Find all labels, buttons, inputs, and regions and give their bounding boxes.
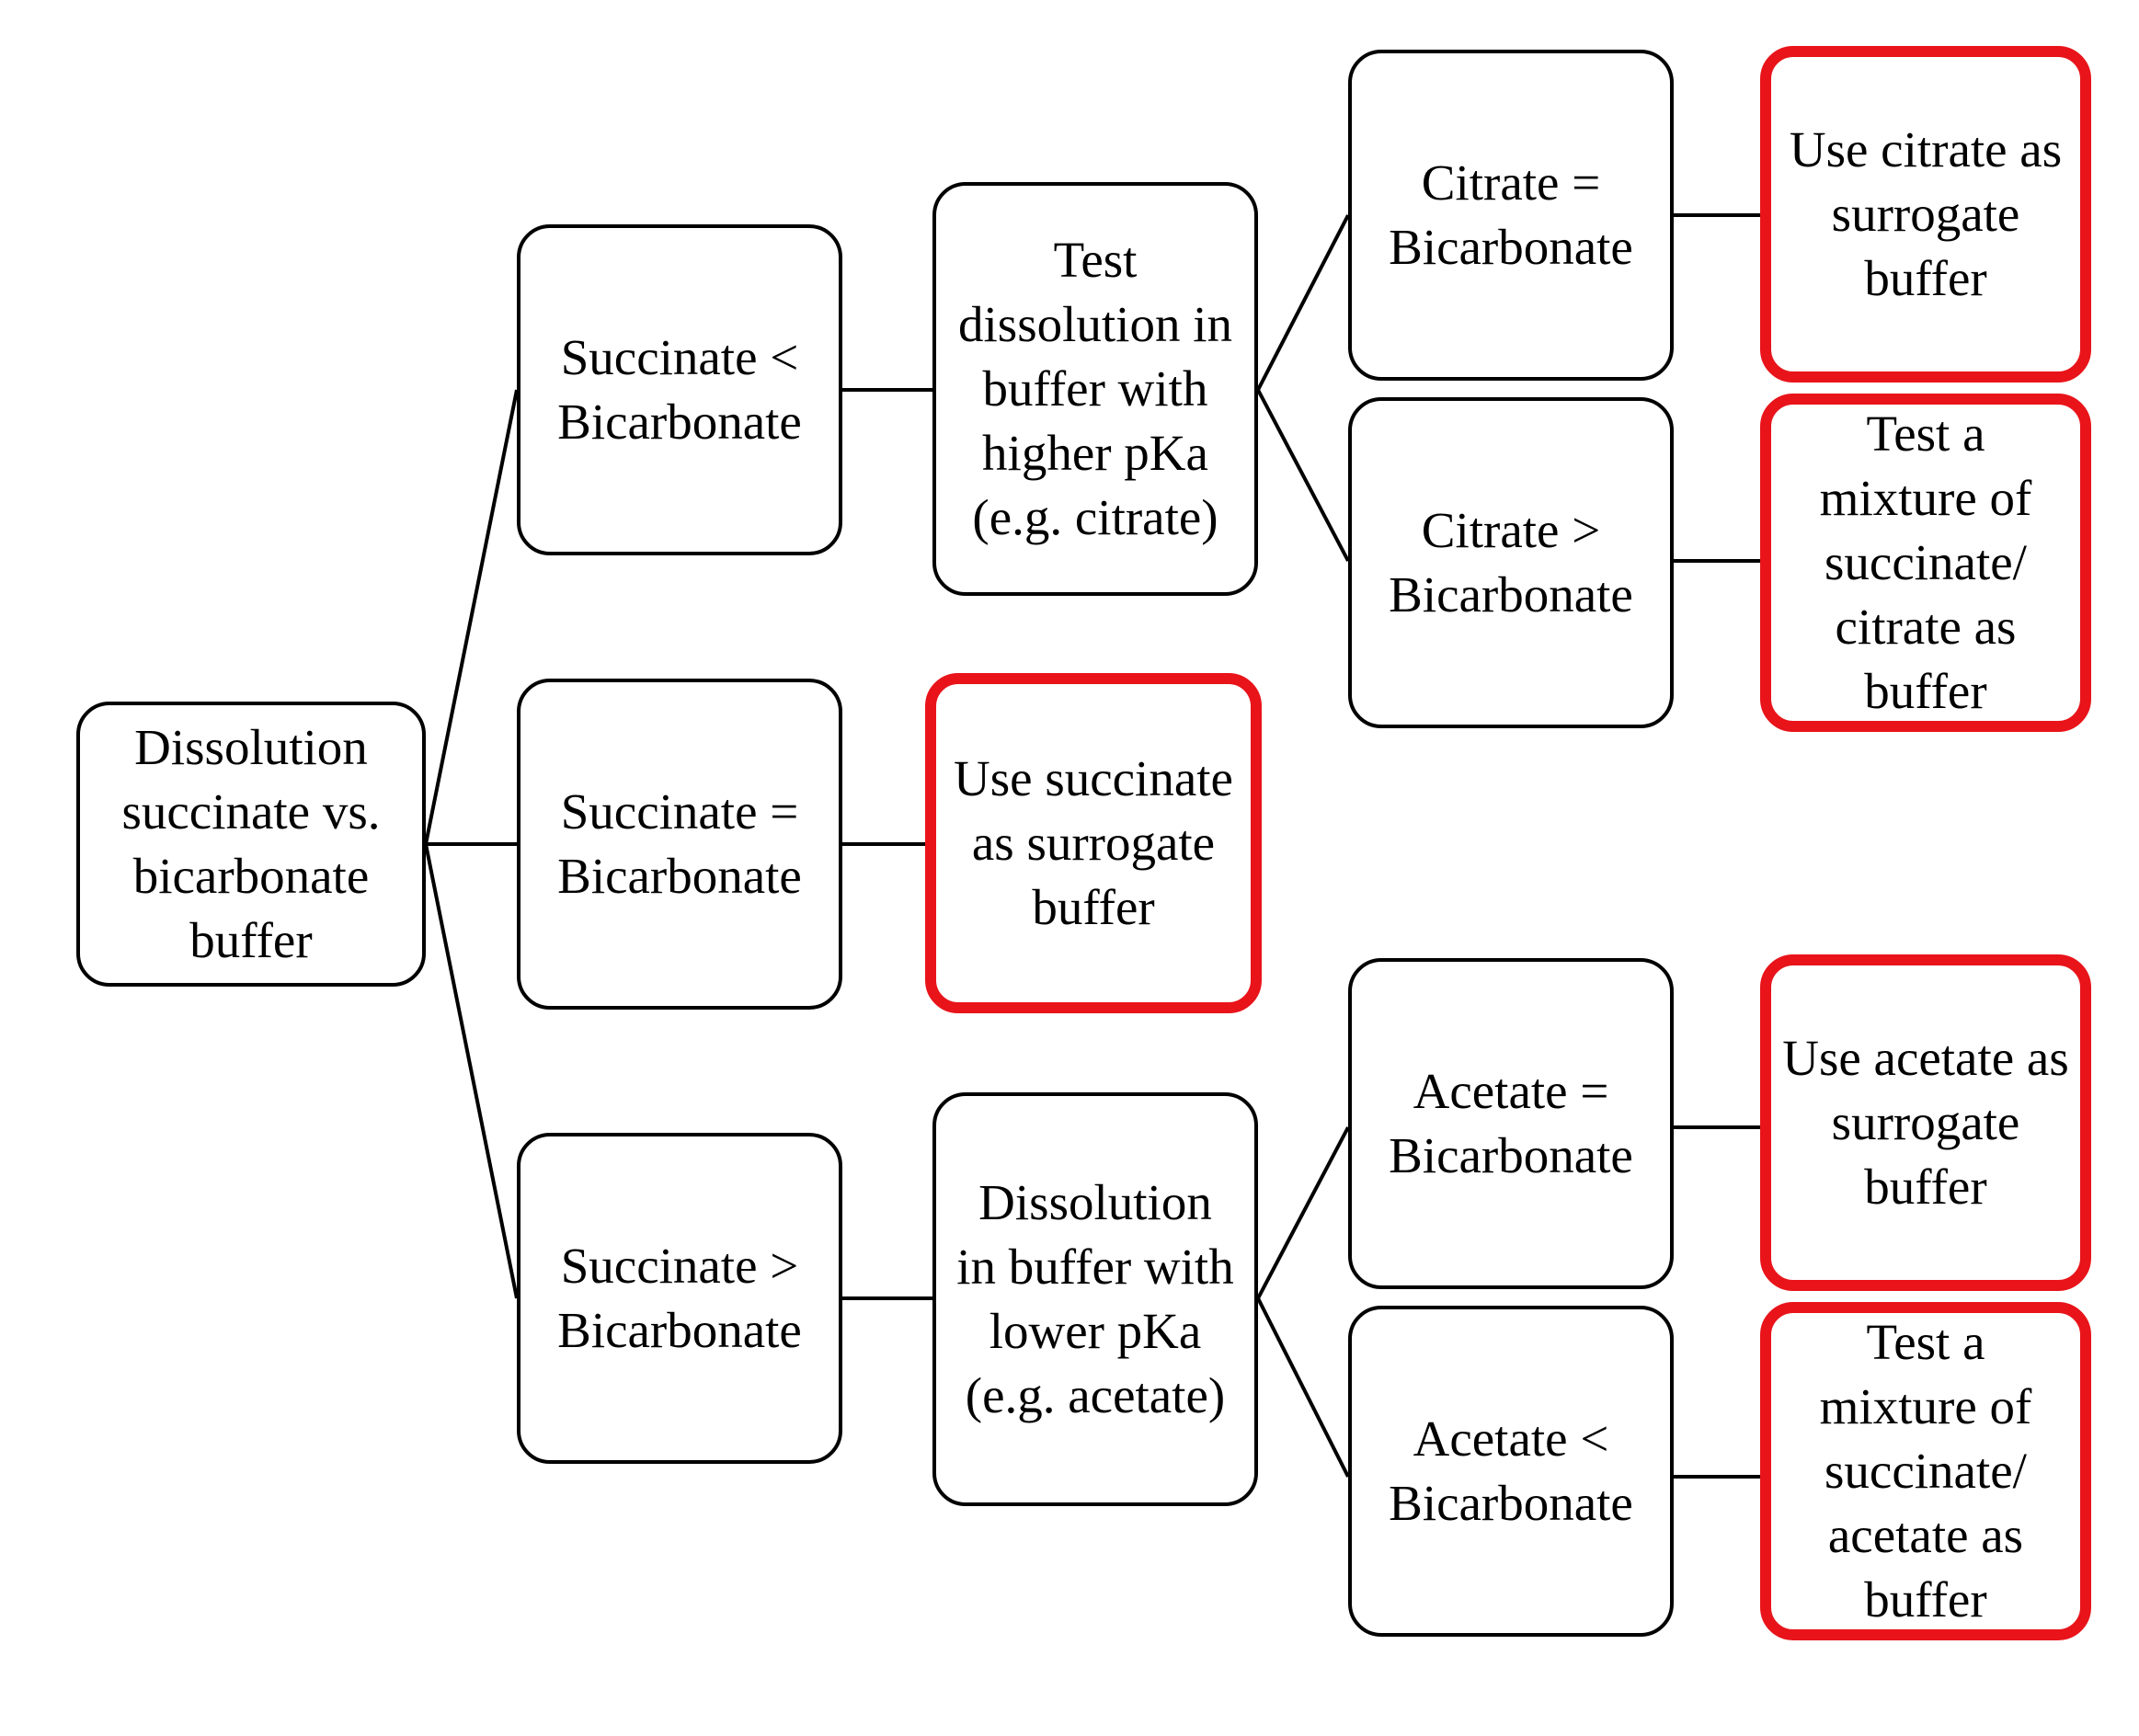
root-node: Dissolution succinate vs. bicarbonate bu… — [76, 702, 426, 987]
succinate-less-node: Succinate < Bicarbonate — [517, 224, 842, 555]
use-citrate-outcome: Use citrate as surrogate buffer — [1760, 46, 2091, 383]
succinate-greater-node: Succinate > Bicarbonate — [517, 1133, 842, 1464]
test-higher-pka-label: Test dissolution in buffer with higher p… — [958, 232, 1232, 545]
use-succinate-label: Use succinate as surrogate buffer — [954, 750, 1233, 935]
root-node-label: Dissolution succinate vs. bicarbonate bu… — [121, 719, 381, 968]
acetate-less-label: Acetate < Bicarbonate — [1389, 1410, 1633, 1531]
succinate-equal-label: Succinate = Bicarbonate — [557, 783, 802, 904]
dissolution-lower-pka-label: Dissolution in buffer with lower pKa (e.… — [956, 1174, 1234, 1423]
use-acetate-label: Use acetate as surrogate buffer — [1782, 1030, 2069, 1215]
citrate-equal-node: Citrate = Bicarbonate — [1348, 50, 1674, 381]
connector-test-higher-to-citrate-greater — [1256, 389, 1350, 562]
connector-dissolution-lower-to-acetate-equal — [1256, 1126, 1350, 1299]
citrate-greater-node: Citrate > Bicarbonate — [1348, 397, 1674, 728]
succinate-less-label: Succinate < Bicarbonate — [557, 329, 802, 450]
acetate-less-node: Acetate < Bicarbonate — [1348, 1306, 1674, 1637]
use-succinate-outcome: Use succinate as surrogate buffer — [925, 673, 1262, 1013]
test-mixture-acetate-outcome: Test a mixture of succinate/ acetate as … — [1760, 1302, 2091, 1640]
succinate-greater-label: Succinate > Bicarbonate — [557, 1238, 802, 1358]
test-higher-pka-node: Test dissolution in buffer with higher p… — [932, 182, 1258, 596]
test-mixture-citrate-outcome: Test a mixture of succinate/ citrate as … — [1760, 394, 2091, 732]
connector-test-higher-to-citrate-equal — [1256, 214, 1350, 391]
use-acetate-outcome: Use acetate as surrogate buffer — [1760, 954, 2091, 1291]
test-mixture-acetate-label: Test a mixture of succinate/ acetate as … — [1819, 1314, 2032, 1628]
succinate-equal-node: Succinate = Bicarbonate — [517, 679, 842, 1010]
citrate-greater-label: Citrate > Bicarbonate — [1389, 502, 1633, 622]
citrate-equal-label: Citrate = Bicarbonate — [1389, 154, 1633, 275]
acetate-equal-label: Acetate = Bicarbonate — [1389, 1063, 1633, 1183]
connector-root-to-succinate-greater — [424, 843, 519, 1299]
use-citrate-label: Use citrate as surrogate buffer — [1789, 121, 2063, 306]
acetate-equal-node: Acetate = Bicarbonate — [1348, 958, 1674, 1289]
connector-root-to-succinate-less — [424, 389, 519, 845]
dissolution-lower-pka-node: Dissolution in buffer with lower pKa (e.… — [932, 1092, 1258, 1506]
test-mixture-citrate-label: Test a mixture of succinate/ citrate as … — [1819, 405, 2032, 719]
connector-dissolution-lower-to-acetate-less — [1256, 1297, 1350, 1478]
